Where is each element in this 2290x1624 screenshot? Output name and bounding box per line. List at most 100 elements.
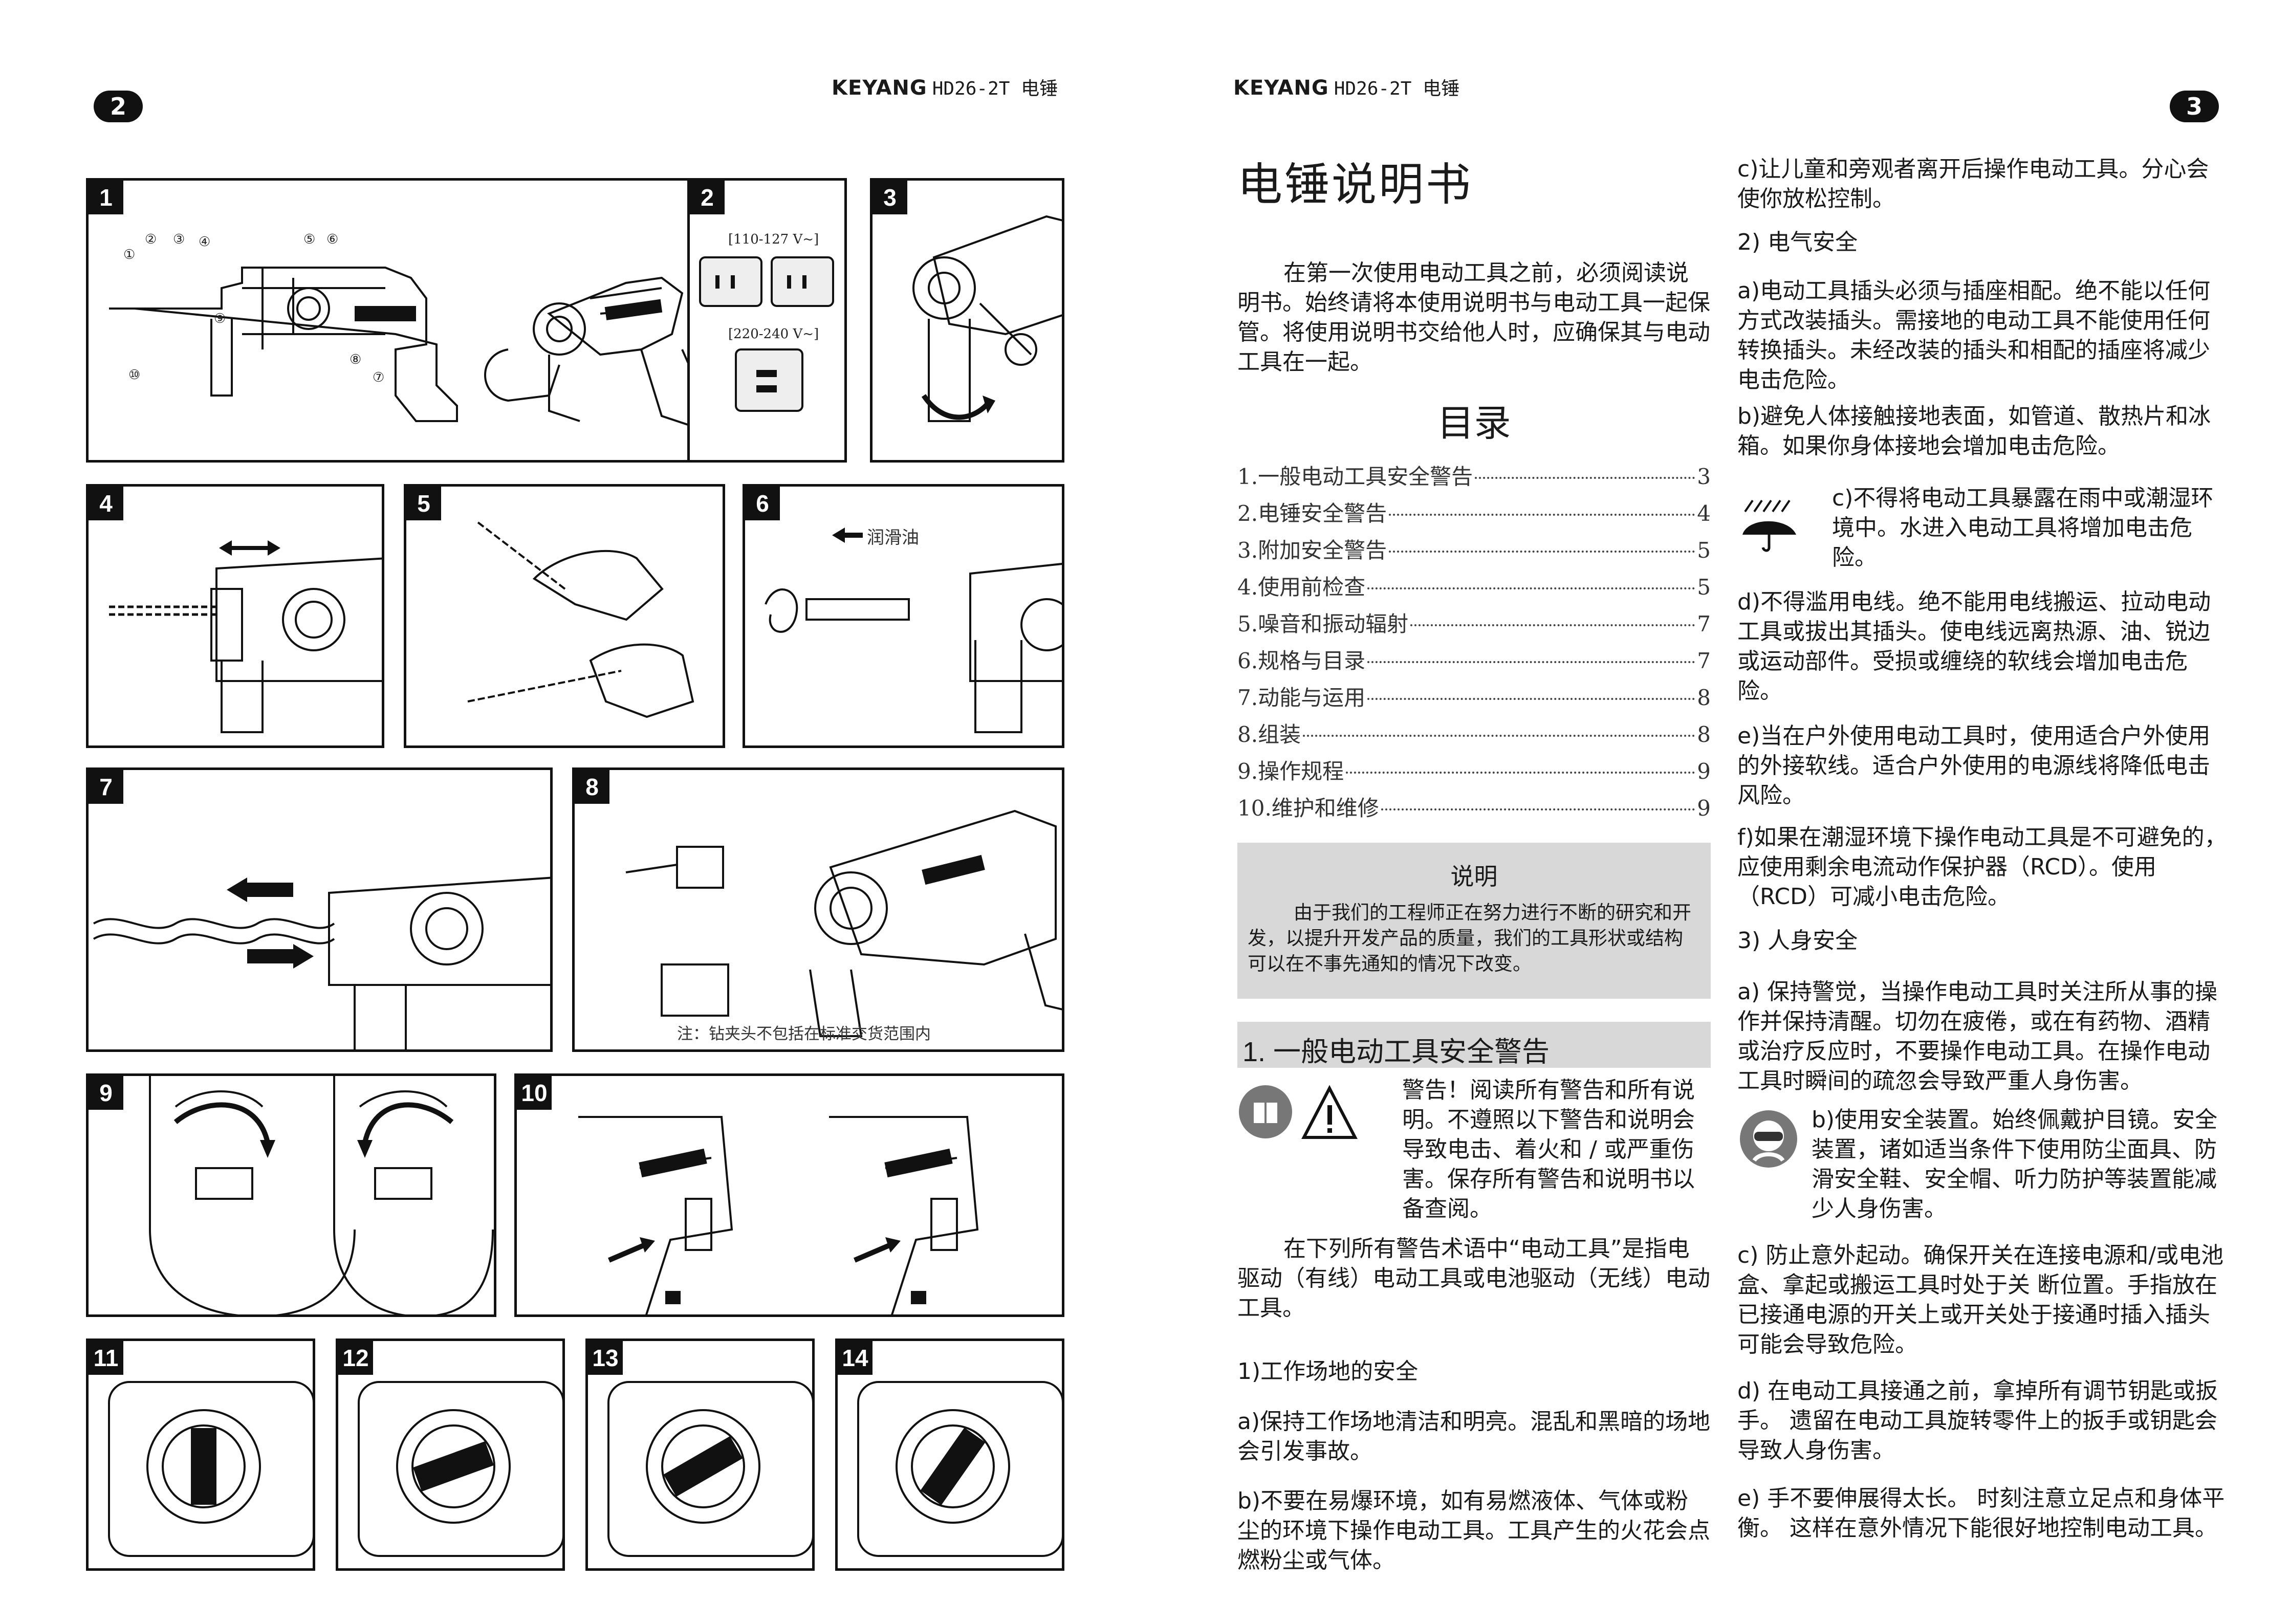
panel-number: 10 <box>517 1076 552 1110</box>
panel-number: 3 <box>873 181 907 214</box>
mode-dial-illustration <box>108 1381 313 1557</box>
safety-goggles-icon <box>1740 1110 1797 1168</box>
callout-4: ④ <box>199 234 211 250</box>
rain-umbrella-icon <box>1742 499 1796 552</box>
voltage-label-b: [220-240 V~] <box>728 326 819 342</box>
callout-9: ⑨ <box>214 311 226 326</box>
notice-body: 由于我们的工程师正在努力进行不断的研究和开发，以提升开发产品的质量，我们的工具形… <box>1248 902 1691 975</box>
lubricant-label: 润滑油 <box>867 528 919 548</box>
item-electrical-e: e)当在户外使用电动工具时，使用适合户外使用的外接软线。适合户外使用的电源线将降… <box>1737 723 2211 808</box>
panel-number: 8 <box>575 770 609 804</box>
panel-number: 7 <box>89 770 123 804</box>
item-personal-b: b)使用安全装置。始终佩戴护目镜。安全装置，诸如适当条件下使用防尘面具、防滑安全… <box>1812 1107 2218 1222</box>
voltage-label-a: [110-127 V~] <box>728 232 819 247</box>
page-number-left: 2 <box>94 91 143 122</box>
panel-number: 13 <box>588 1341 623 1375</box>
mode-dial-illustration <box>358 1381 562 1557</box>
chuck-assembly-illustration <box>625 809 1062 1037</box>
item-electrical-d: d)不得滥用电线。绝不能用电线搬运、拉动电动工具或拔出其插头。使电线远离热源、油… <box>1737 589 2211 704</box>
item-electrical-b: b)避免人体接触接地表面，如管道、散热片和冰箱。如果你身体接地会增加电击危险。 <box>1737 403 2211 459</box>
toc-title: 目录 <box>1437 402 1511 445</box>
panel-number: 4 <box>89 487 123 520</box>
item-work-area-c: c)让儿童和旁观者离开后操作电动工具。分心会使你放松控制。 <box>1737 156 2209 212</box>
callout-1: ① <box>123 247 136 262</box>
warning-icons <box>1239 1085 1358 1139</box>
figure-panel-10: 10 <box>514 1073 1064 1317</box>
panel-number: 9 <box>89 1076 123 1110</box>
mode-dial-illustration <box>857 1381 1062 1557</box>
item-personal-e: e) 手不要伸展得太长。 时刻注意立足点和身体平衡。 这样在意外情况下能很好地控… <box>1737 1485 2225 1541</box>
panel-number: 12 <box>338 1341 373 1375</box>
bit-insertion-illustration <box>467 521 694 718</box>
work-area-heading: 1)工作场地的安全 <box>1237 1358 1419 1385</box>
side-handle-illustration <box>912 215 1062 422</box>
page-number-right: 3 <box>2170 91 2219 122</box>
item-electrical-f: f)如果在潮湿环境下操作电动工具是不可避免的，应使用剩余电流动作保护器（RCD）… <box>1737 824 2227 910</box>
brand-logo: KEYANG <box>1233 76 1329 100</box>
personal-safety-heading: 3) 人身安全 <box>1737 928 1858 954</box>
figure-panel-2: [110-127 V~] [220-240 V~] 2 <box>687 178 847 463</box>
figure-panel-11: 11 <box>86 1338 315 1571</box>
item-work-area-a: a)保持工作场地清洁和明亮。混乱和黑暗的场地会引发事故。 <box>1237 1409 1711 1464</box>
callout-2: ② <box>145 232 157 247</box>
item-electrical-c: c)不得将电动工具暴露在雨中或潮湿环境中。水进入电动工具将增加电击危险。 <box>1832 485 2214 570</box>
header-model: HD26-2T 电锤 <box>932 78 1058 99</box>
intro-paragraph: 在第一次使用电动工具之前，必须阅读说明书。始终请将本使用说明书与电动工具一起保管… <box>1237 260 1710 375</box>
lubrication-illustration <box>765 528 1062 733</box>
bit-removal-illustration <box>93 876 550 1049</box>
header-model: HD26-2T 电锤 <box>1334 78 1460 99</box>
panel-number: 6 <box>745 487 780 520</box>
item-electrical-a: a)电动工具插头必须与插座相配。绝不能以任何方式改装插头。需接地的电动工具不能使… <box>1737 278 2211 393</box>
chuck-note: 注：钻夹头不包括在标准交货范围内 <box>677 1025 931 1043</box>
section-heading: 1. 一般电动工具安全警告 <box>1242 1037 1550 1067</box>
callout-5: ⑤ <box>303 232 316 247</box>
item-personal-d: d) 在电动工具接通之前，拿掉所有调节钥匙或扳手。 遗留在电动工具旋转零件上的扳… <box>1737 1378 2218 1463</box>
panel-number: 1 <box>89 181 123 214</box>
panel-number: 11 <box>89 1341 123 1375</box>
figure-panel-1: ① ② ③ ④ ⑤ ⑥ ⑦ ⑧ ⑨ ⑩ 1 <box>86 178 711 463</box>
figure-panel-3: 3 <box>870 178 1064 463</box>
mode-dial-illustration <box>607 1381 812 1557</box>
term-paragraph: 在下列所有警告术语中“电动工具”是指电驱动（有线）电动工具或电池驱动（无线）电动… <box>1237 1236 1710 1321</box>
manual-title: 电锤说明书 <box>1237 158 1473 211</box>
item-work-area-b: b)不要在易爆环境，如有易燃液体、气体或粉尘的环境下操作电动工具。工具产生的火花… <box>1237 1488 1710 1573</box>
figure-panel-5: 5 <box>404 484 725 748</box>
notice-title: 说明 <box>1450 863 1498 890</box>
panel-number: 14 <box>838 1341 873 1375</box>
depth-stop-illustration <box>109 540 382 733</box>
panel-number: 5 <box>406 487 441 520</box>
brand-logo: KEYANG <box>832 76 927 100</box>
notice-box: 说明 由于我们的工程师正在努力进行不断的研究和开发，以提升开发产品的质量，我们的… <box>1237 843 1711 999</box>
figure-panel-12: 12 <box>336 1338 565 1571</box>
header-left: KEYANG HD26-2T 电锤 <box>832 74 1058 100</box>
figure-panel-14: 14 <box>835 1338 1064 1571</box>
warning-text: 警告！阅读所有警告和所有说明。不遵照以下警告和说明会导致电击、着火和 / 或严重… <box>1402 1077 1695 1222</box>
trigger-lock-illustration <box>578 1116 979 1314</box>
figure-panel-7: 7 <box>86 767 553 1052</box>
item-personal-c: c) 防止意外起动。确保开关在连接电源和/或电池盒、拿起或搬运工具时处于关 断位… <box>1737 1242 2224 1357</box>
illustration-tool-overview <box>109 267 704 428</box>
callout-6: ⑥ <box>326 232 339 247</box>
figure-panel-9: 9 <box>86 1073 496 1317</box>
figure-panel-13: 13 <box>585 1338 815 1571</box>
figure-panel-8: 注：钻夹头不包括在标准交货范围内 8 <box>572 767 1064 1052</box>
item-personal-a: a) 保持警觉，当操作电动工具时关注所从事的操作并保持清醒。切勿在疲倦，或在有药… <box>1737 979 2218 1094</box>
panel-number: 2 <box>690 181 725 214</box>
electrical-heading: 2) 电气安全 <box>1737 229 1858 255</box>
figure-panel-6: 润滑油 6 <box>743 484 1064 748</box>
figure-panel-4: 4 <box>86 484 384 748</box>
section-heading-bar: 1. 一般电动工具安全警告 <box>1237 1022 1711 1068</box>
callout-7: ⑦ <box>373 370 385 385</box>
plug-illustration <box>699 256 834 412</box>
